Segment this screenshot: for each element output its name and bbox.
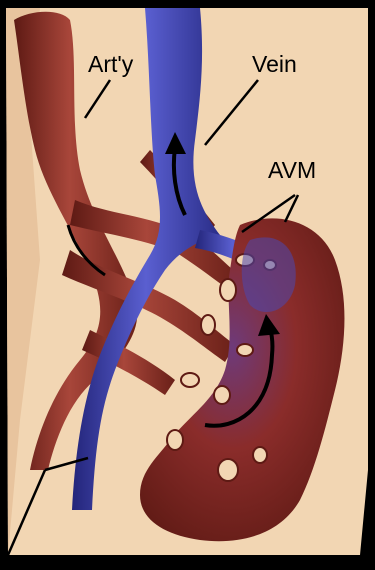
avm-venous-blush [242, 237, 296, 312]
artery-label: Art'y [88, 51, 134, 77]
avm-label: AVM [268, 157, 316, 183]
vein-label: Vein [252, 51, 297, 77]
